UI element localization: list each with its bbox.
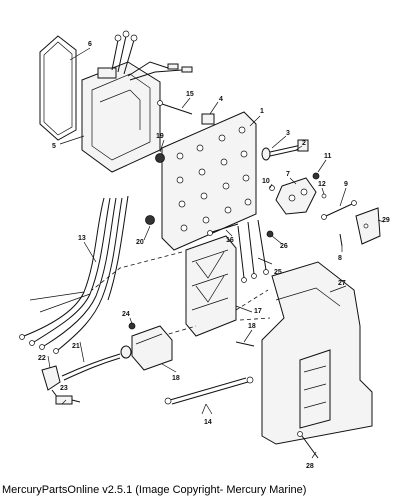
callout-17: 17 <box>254 308 262 315</box>
callout-10: 10 <box>262 178 270 185</box>
copyright-footer: MercuryPartsOnline v2.5.1 (Image Copyrig… <box>2 484 307 496</box>
callout-12: 12 <box>318 181 326 188</box>
nut-lower-part[interactable] <box>145 215 155 225</box>
callout-28: 28 <box>306 463 314 470</box>
spacer-part[interactable] <box>201 113 215 125</box>
cover-part[interactable] <box>261 261 373 445</box>
callout-8: 8 <box>338 255 342 262</box>
callout-20-lower: 20 <box>136 239 144 246</box>
callout-16: 16 <box>226 237 234 244</box>
callout-26: 26 <box>280 243 288 250</box>
spark-plug-part[interactable] <box>51 389 81 405</box>
callout-22: 22 <box>38 355 46 362</box>
bolt-28-part[interactable] <box>297 431 319 459</box>
ignition-coil-part[interactable] <box>120 325 173 371</box>
nut-11-part[interactable] <box>312 172 320 180</box>
switch-box-part[interactable] <box>81 61 161 173</box>
screw-part[interactable] <box>157 100 193 115</box>
cable-16-part[interactable] <box>207 223 239 236</box>
leader-14-a <box>201 403 207 415</box>
nut-26-part[interactable] <box>266 230 274 238</box>
callout-9: 9 <box>344 181 348 188</box>
leader-14-b <box>205 403 213 415</box>
mounting-plate-part[interactable] <box>161 111 257 251</box>
cable-9-part[interactable] <box>321 200 357 220</box>
callout-1: 1 <box>260 108 264 115</box>
ground-strap-part[interactable] <box>164 376 254 405</box>
callout-27: 27 <box>338 280 346 287</box>
washer-12-part[interactable] <box>321 193 327 199</box>
leader-lines <box>47 47 385 459</box>
callout-25: 25 <box>274 269 282 276</box>
callout-4: 4 <box>219 96 223 103</box>
nut-upper-part[interactable] <box>155 153 165 163</box>
callout-15: 15 <box>186 91 194 98</box>
bolt-part[interactable] <box>269 139 309 157</box>
callout-2: 2 <box>302 140 306 147</box>
assembly-guide-lines <box>91 251 271 337</box>
callout-14: 14 <box>204 419 212 426</box>
wire-harness-part[interactable] <box>19 195 129 354</box>
callout-19: 18 <box>248 323 256 330</box>
clamp-part[interactable] <box>355 207 381 245</box>
callout-7: 7 <box>286 171 290 178</box>
callout-13: 13 <box>78 235 86 242</box>
plug-lead-part[interactable] <box>61 353 121 381</box>
callout-23: 23 <box>60 385 68 392</box>
callout-21: 21 <box>72 343 80 350</box>
callout-29: 29 <box>382 217 390 224</box>
screw-8-part[interactable] <box>339 233 343 247</box>
coil-plate-part[interactable] <box>185 235 237 337</box>
callout-20-upper: 19 <box>156 133 164 140</box>
callout-24: 24 <box>122 311 130 318</box>
screw-19-part[interactable] <box>235 341 255 347</box>
switch-box-wires <box>111 30 193 81</box>
callout-5: 5 <box>52 143 56 150</box>
callout-11: 11 <box>324 153 332 160</box>
washer-part[interactable] <box>261 147 271 161</box>
bracket-part[interactable] <box>275 177 317 215</box>
boot-part[interactable] <box>41 365 61 391</box>
gasket-part[interactable] <box>39 35 77 141</box>
callout-18: 18 <box>172 375 180 382</box>
callout-labels: 6 5 15 4 1 3 2 19 11 7 10 12 9 29 8 13 2… <box>38 41 390 470</box>
cables-25-part[interactable] <box>237 219 269 283</box>
callout-6: 6 <box>88 41 92 48</box>
callout-3: 3 <box>286 130 290 137</box>
